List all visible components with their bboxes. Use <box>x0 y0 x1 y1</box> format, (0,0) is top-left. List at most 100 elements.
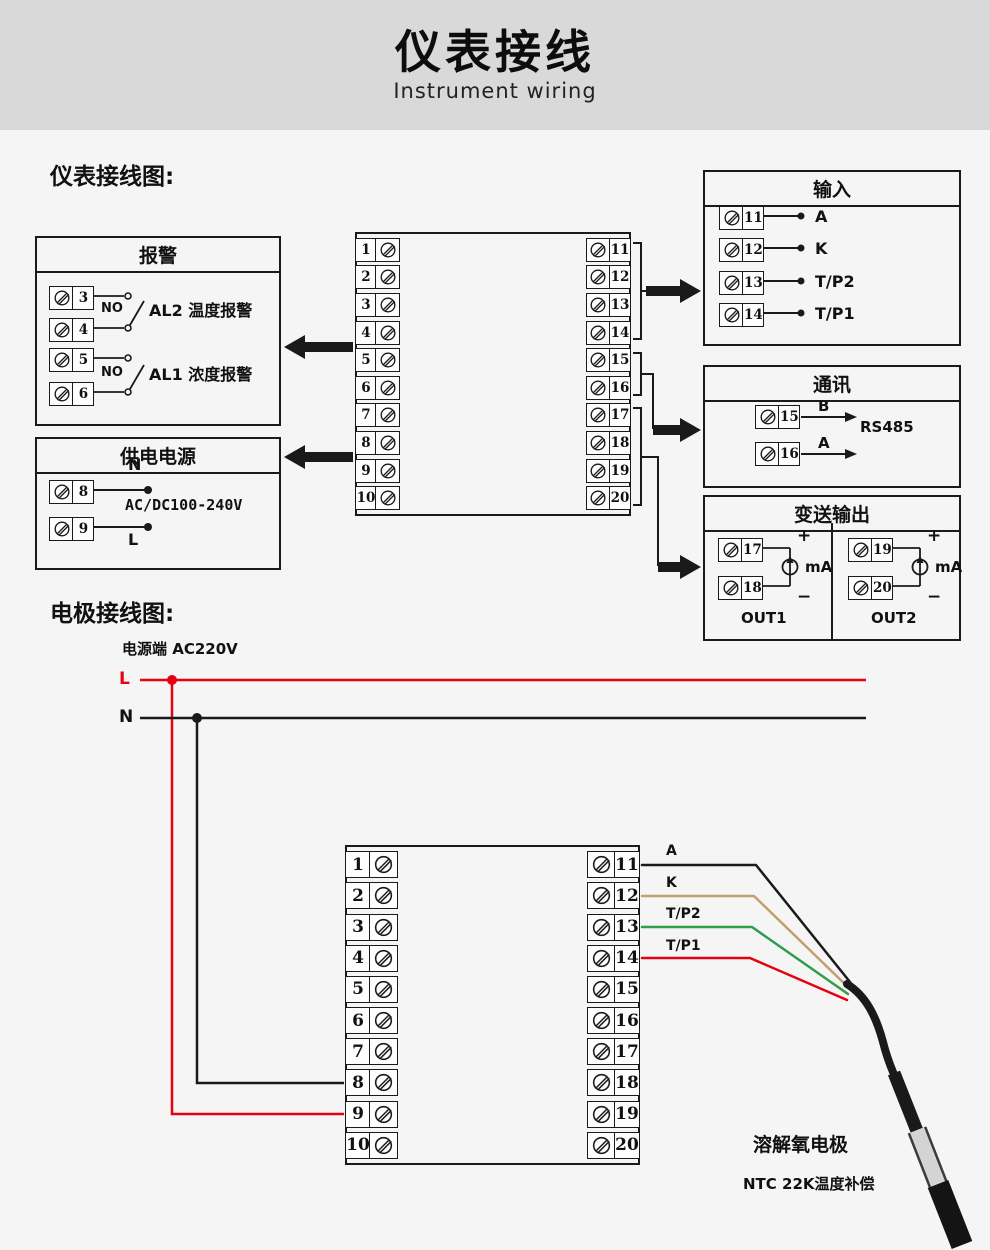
screw-terminal-icon <box>49 382 74 406</box>
power-l-label: L <box>128 530 139 549</box>
power-n-label: N <box>128 455 142 474</box>
terminal-7: 7 <box>355 403 401 428</box>
input-signal-tp2: T/P2 <box>815 272 855 291</box>
screw-terminal-icon <box>585 265 611 290</box>
terminal-9: 9 <box>355 458 401 483</box>
terminal-number: 11 <box>742 206 765 230</box>
screw-terminal-icon <box>755 442 780 466</box>
terminal-11: 11 <box>719 206 765 230</box>
terminal-9: 9 <box>49 517 95 541</box>
input-bracket-arrow <box>633 242 701 340</box>
screw-terminal-icon <box>718 576 743 600</box>
terminal-number: 11 <box>614 851 640 879</box>
terminal-8: 8 <box>49 480 95 504</box>
terminal-number: 16 <box>609 375 631 400</box>
terminal-number: 6 <box>345 1007 371 1035</box>
terminal-number: 16 <box>778 442 801 466</box>
power-arrow <box>284 445 353 469</box>
terminal-number: 19 <box>614 1100 640 1128</box>
screw-terminal-icon <box>375 348 401 373</box>
terminal-18: 18 <box>718 576 764 600</box>
screw-terminal-icon <box>369 1100 399 1128</box>
screw-terminal-icon <box>375 320 401 345</box>
screw-terminal-icon <box>49 318 74 342</box>
screw-terminal-icon <box>586 975 616 1003</box>
screw-terminal-icon <box>375 431 401 455</box>
comm-bracket-arrow <box>633 352 701 442</box>
terminal-2: 2 <box>345 882 399 910</box>
comm-box-title: 通讯 <box>705 367 959 402</box>
terminal-5: 5 <box>345 975 399 1003</box>
terminal-number: 15 <box>609 348 631 373</box>
out2-minus: − <box>927 587 942 607</box>
out1-name: OUT1 <box>741 609 787 627</box>
terminal-1: 1 <box>345 851 399 879</box>
ntc-label: NTC 22K温度补偿 <box>743 1175 875 1193</box>
terminal-14: 14 <box>585 320 631 345</box>
electrode-neck <box>887 1070 926 1139</box>
electrode-probe <box>843 980 973 1250</box>
terminal-1: 1 <box>355 237 401 262</box>
electrode-cable <box>843 980 900 1083</box>
screw-terminal-icon <box>586 1007 616 1035</box>
communication-box: 通讯 15 16 B A RS485 <box>703 365 961 488</box>
alarm-al2-label: AL2 温度报警 <box>149 301 253 320</box>
terminal-14: 14 <box>719 303 765 327</box>
terminal-number: 10 <box>355 486 377 511</box>
line-l-label: L <box>119 669 130 689</box>
terminal-16: 16 <box>586 1007 640 1035</box>
terminal-12: 12 <box>586 882 640 910</box>
terminal-number: 1 <box>345 851 371 879</box>
terminal-13: 13 <box>585 292 631 317</box>
terminal-number: 14 <box>609 320 631 345</box>
terminal-number: 19 <box>609 458 631 483</box>
alarm-al1-label: AL1 浓度报警 <box>149 365 253 384</box>
terminal-15: 15 <box>755 405 801 429</box>
screw-terminal-icon <box>719 238 744 262</box>
screw-terminal-icon <box>585 431 611 455</box>
terminal-15: 15 <box>586 975 640 1003</box>
terminal-number: 7 <box>355 403 377 428</box>
terminal-number: 2 <box>345 882 371 910</box>
screw-terminal-icon <box>719 303 744 327</box>
alarm-box-title: 报警 <box>37 238 279 273</box>
terminal-number: 3 <box>355 292 377 317</box>
terminal-19: 19 <box>586 1100 640 1128</box>
terminal-number: 20 <box>871 576 894 600</box>
screw-terminal-icon <box>586 1038 616 1066</box>
alarm-box: 报警 3 4 5 6 NO NO AL2 温度报警 AL1 浓度报警 <box>35 236 281 426</box>
input-box: 输入 11 12 13 14 A K T/P2 T/P1 <box>703 170 961 346</box>
screw-terminal-icon <box>586 1100 616 1128</box>
page-subtitle: Instrument wiring <box>393 79 597 104</box>
terminal-number: 8 <box>345 1069 371 1097</box>
terminal-number: 3 <box>345 913 371 941</box>
mains-label: 电源端 AC220V <box>122 640 238 658</box>
terminal-number: 11 <box>609 237 631 262</box>
terminal-number: 14 <box>614 944 640 972</box>
terminal-number: 15 <box>778 405 801 429</box>
terminal-number: 18 <box>614 1069 640 1097</box>
terminal-20: 20 <box>586 1131 640 1159</box>
screw-terminal-icon <box>369 1131 399 1159</box>
screw-terminal-icon <box>586 851 616 879</box>
out1-minus: − <box>797 587 812 607</box>
alarm-arrow <box>284 335 353 359</box>
screw-terminal-icon <box>369 944 399 972</box>
wire-label-k: K <box>666 875 677 891</box>
terminal-number: 7 <box>345 1038 371 1066</box>
comm-signal-b: B <box>818 397 830 415</box>
terminal-4: 4 <box>355 320 401 345</box>
screw-terminal-icon <box>585 375 611 400</box>
terminal-number: 12 <box>614 882 640 910</box>
screw-terminal-icon <box>375 375 401 400</box>
page-header: 仪表接线 Instrument wiring <box>0 0 990 130</box>
terminal-4: 4 <box>345 944 399 972</box>
no-contact-label-1: NO <box>101 301 123 316</box>
screw-terminal-icon <box>375 458 401 483</box>
electrode-body <box>910 1127 947 1192</box>
terminal-5: 5 <box>49 348 95 372</box>
wire-label-tp2: T/P2 <box>666 906 701 922</box>
